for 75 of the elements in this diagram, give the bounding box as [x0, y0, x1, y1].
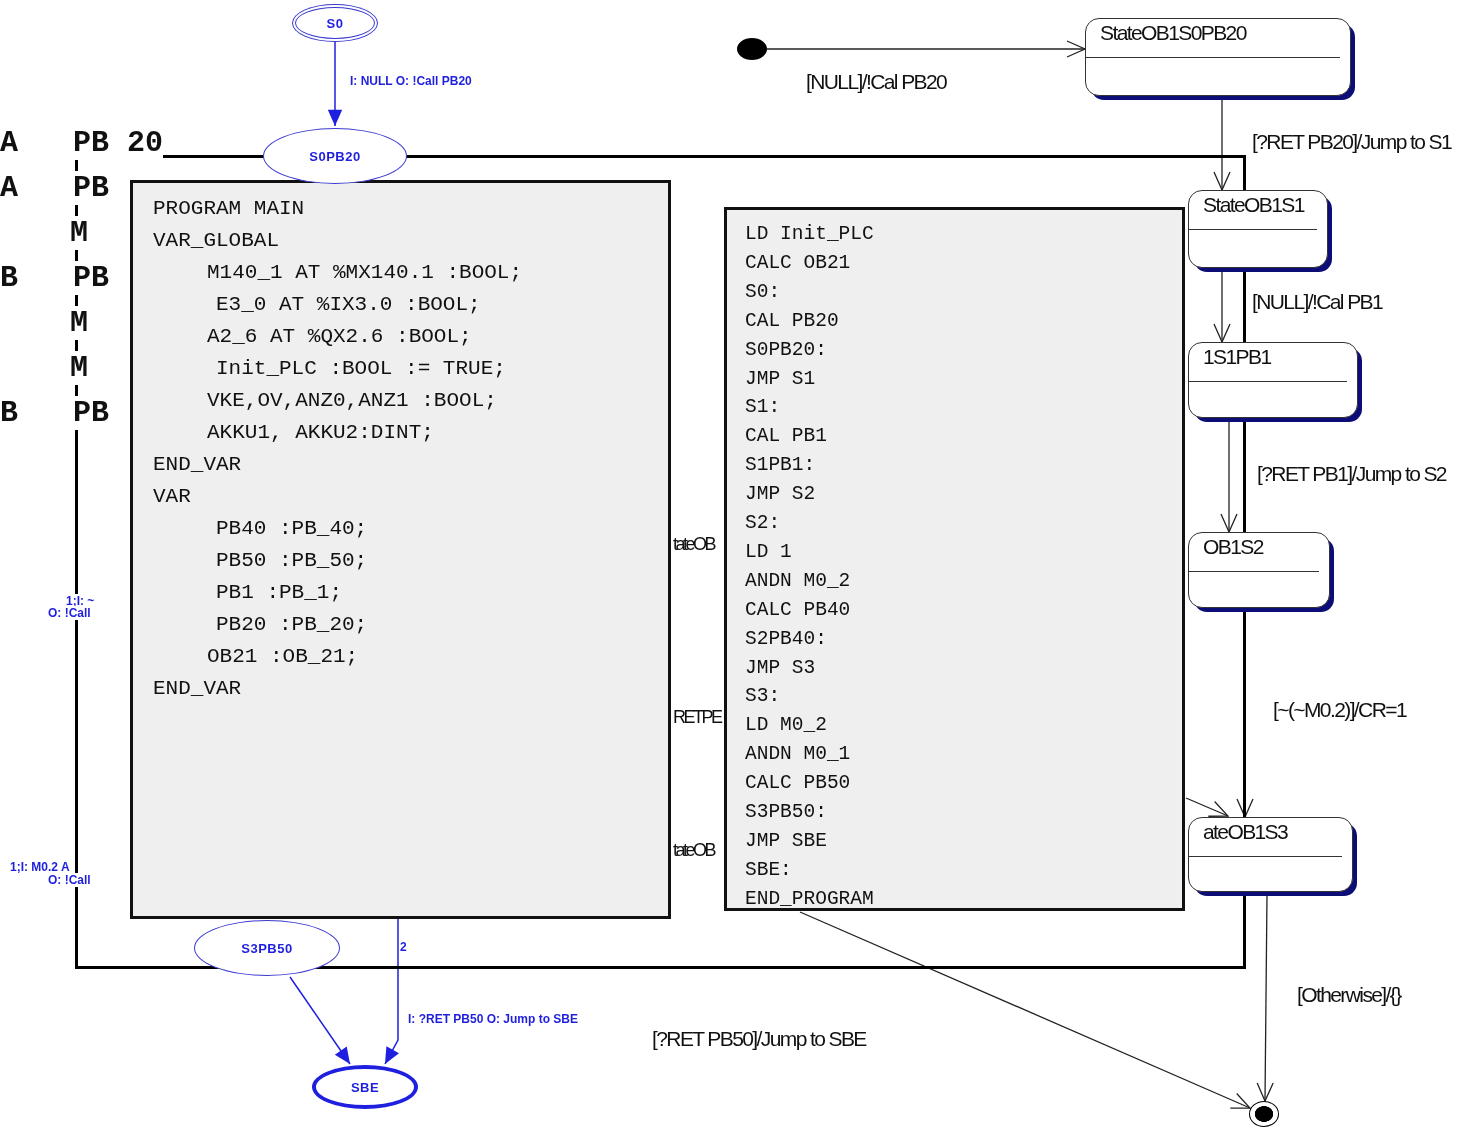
- code-line: JMP SBE: [745, 829, 827, 852]
- text-fragment: 2: [400, 940, 407, 954]
- code-line: M140_1 AT %MX140.1 :BOOL;: [207, 261, 523, 284]
- arrow: [766, 40, 1086, 58]
- code-line: S2PB40:: [745, 627, 827, 650]
- code-line: S1PB1:: [745, 454, 816, 477]
- state-name: 1S1PB1: [1203, 345, 1271, 369]
- code-line: LD M0_2: [745, 714, 827, 737]
- state-name: StateOB1S0PB20: [1100, 21, 1246, 45]
- code-line: S1:: [745, 396, 781, 419]
- code-line: JMP S2: [745, 483, 816, 506]
- code-line: ANDN M0_2: [745, 569, 851, 592]
- code-line: JMP S3: [745, 656, 816, 679]
- code-line: END_VAR: [153, 453, 242, 476]
- code-line: VAR_GLOBAL: [153, 229, 280, 252]
- code-line: CAL PB20: [745, 309, 839, 332]
- text-fragment: 1;I: M0.2 A: [10, 860, 70, 874]
- code-line: END_VAR: [153, 677, 242, 700]
- code-line: CALC OB21: [745, 251, 851, 274]
- code-line: A2_6 AT %QX2.6 :BOOL;: [207, 325, 472, 348]
- code-line: S2:: [745, 512, 781, 534]
- code-line: VAR: [153, 485, 191, 508]
- text-fragment: PB: [73, 171, 109, 205]
- text-fragment: O: !Call: [48, 873, 91, 887]
- arrow: [1185, 797, 1229, 817]
- code-line: ANDN M0_1: [745, 743, 851, 766]
- text-fragment: O: !Call: [48, 606, 91, 620]
- text-fragment: M: [70, 351, 88, 385]
- code-line: OB21 :OB_21;: [207, 645, 359, 668]
- arrow: [1256, 893, 1274, 1102]
- state-label: S3PB50: [241, 940, 293, 956]
- state-label: SBE: [350, 1079, 380, 1095]
- code-line: SBE:: [745, 858, 792, 881]
- arrow: [327, 39, 343, 127]
- edge-label: I: ?RET PB50 O: Jump to SBE: [408, 1012, 578, 1026]
- code-line: END_PROGRAM: [745, 887, 874, 910]
- code-line: LD Init_PLC: [745, 223, 874, 245]
- code-line: PB50 :PB_50;: [216, 549, 368, 572]
- code-line: PROGRAM MAIN: [153, 197, 305, 220]
- code-line: VKE,OV,ANZ0,ANZ1 :BOOL;: [207, 389, 497, 412]
- text-fragment: M: [70, 216, 88, 250]
- text-fragment: PB: [73, 261, 109, 295]
- text-fragment: M: [70, 306, 88, 340]
- code-line: CALC PB40: [745, 598, 851, 621]
- arrow: [289, 976, 351, 1065]
- state-ellipse: [295, 7, 375, 39]
- code-line: S3:: [745, 685, 781, 708]
- code-line: CALC PB50: [745, 772, 851, 795]
- state-name: ateOB1S3: [1203, 820, 1288, 844]
- state-name: StateOB1S1: [1203, 193, 1304, 217]
- code-line: PB1 :PB_1;: [216, 581, 343, 604]
- arrow: [384, 918, 400, 1065]
- code-line: S0:: [745, 280, 781, 303]
- edge-label: I: NULL O: !Call PB20: [350, 74, 472, 88]
- code-line: PB20 :PB_20;: [216, 613, 368, 636]
- code-line: E3_0 AT %IX3.0 :BOOL;: [216, 293, 481, 316]
- arrow: [799, 911, 1251, 1109]
- code-line: CAL PB1: [745, 425, 827, 448]
- code-line: Init_PLC :BOOL := TRUE;: [216, 357, 506, 380]
- arrow: [1220, 419, 1238, 533]
- final-state: [1249, 1101, 1279, 1127]
- initial-state: [737, 38, 767, 60]
- code-line: S3PB50:: [745, 801, 827, 823]
- arrow: [1213, 269, 1231, 343]
- state-label: S0: [326, 15, 344, 31]
- state-label: S0PB20: [309, 148, 361, 164]
- code-line: PB40 :PB_40;: [216, 517, 368, 540]
- code-panel: [130, 180, 671, 919]
- code-line: S0PB20:: [745, 338, 827, 361]
- code-line: AKKU1, AKKU2:DINT;: [207, 421, 434, 444]
- state-name: OB1S2: [1203, 535, 1263, 559]
- code-line: JMP S1: [745, 367, 816, 390]
- code-panel: [724, 207, 1185, 911]
- code-line: LD 1: [745, 540, 792, 563]
- text-fragment: PB: [73, 396, 109, 430]
